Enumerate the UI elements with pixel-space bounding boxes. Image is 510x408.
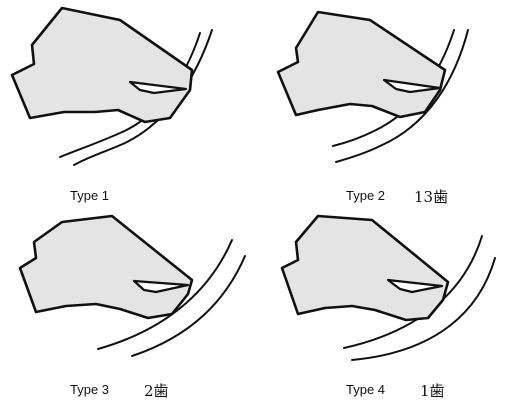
- panel-4-shape: [282, 216, 448, 320]
- panel-1-label: Type 1: [70, 188, 109, 203]
- panel-4-label: Type 4: [346, 382, 385, 397]
- panel-type-3: [20, 216, 245, 356]
- panel-3-shape: [20, 216, 192, 318]
- panel-3-label: Type 3: [70, 382, 109, 397]
- panel-3-count: 2歯: [144, 380, 169, 401]
- panel-2-label: Type 2: [346, 188, 385, 203]
- panel-type-4: [282, 216, 495, 360]
- panel-1-shape: [12, 8, 192, 122]
- panel-type-2: [278, 12, 468, 162]
- panel-4-count: 1歯: [420, 380, 445, 401]
- panel-2-shape: [278, 12, 445, 117]
- panel-type-1: [12, 8, 212, 165]
- panel-2-count: 13歯: [414, 186, 448, 207]
